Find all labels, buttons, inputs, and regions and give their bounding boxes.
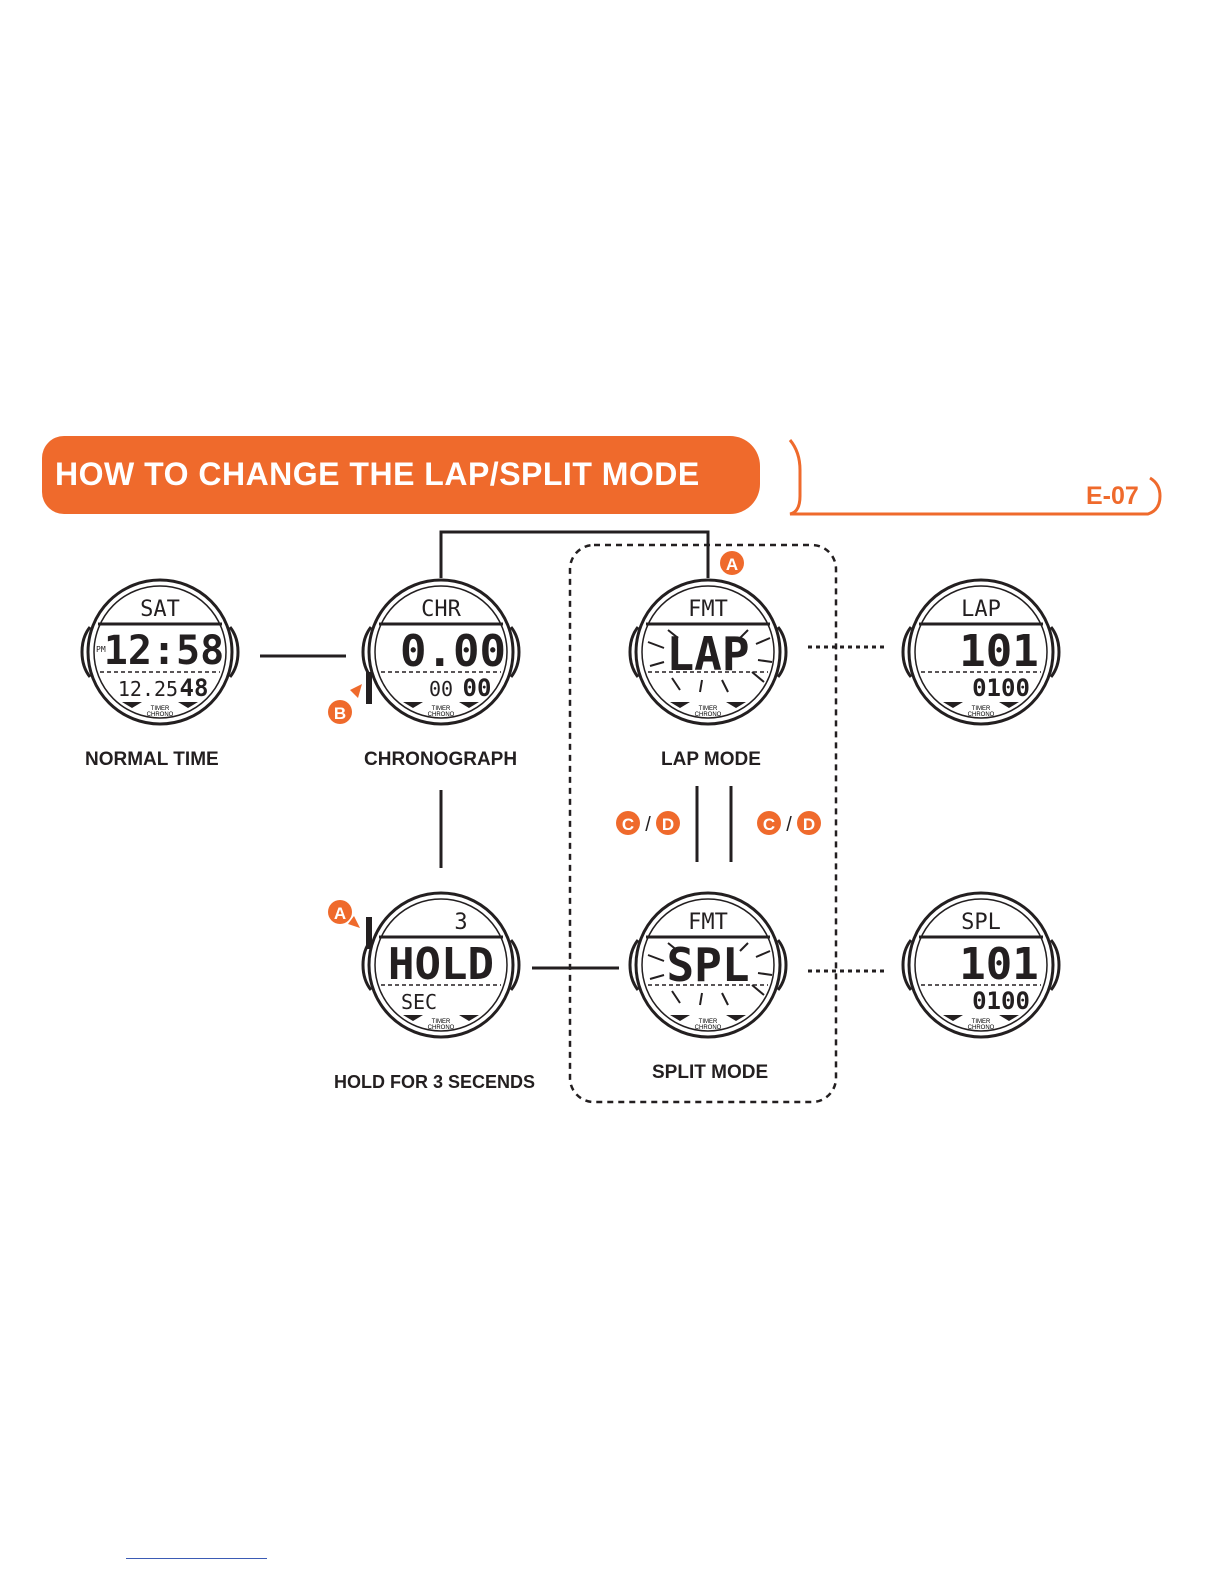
svg-text:C: C [622, 815, 634, 834]
watch-split-result: SPL 101 0100 TIMER CHRONO [903, 893, 1059, 1037]
svg-text:SEC: SEC [401, 990, 437, 1014]
svg-text:12.25: 12.25 [118, 677, 178, 701]
connector-line [441, 532, 708, 578]
button-c-d-marker-right: C / D [757, 811, 821, 836]
svg-text:D: D [803, 815, 815, 834]
svg-text:0.00: 0.00 [400, 626, 506, 677]
caption-chronograph: CHRONOGRAPH [364, 749, 517, 771]
svg-text:/: / [786, 814, 792, 836]
watch-lap-fmt: FMT LAP TIMER CHRONO [630, 580, 786, 724]
svg-text:101: 101 [959, 626, 1038, 677]
svg-text:CHRONO: CHRONO [147, 712, 174, 718]
svg-text:SPL: SPL [666, 938, 749, 992]
svg-text:48: 48 [180, 674, 209, 702]
watch-lap-result: LAP 101 0100 TIMER CHRONO [903, 580, 1059, 724]
svg-text:/: / [645, 814, 651, 836]
svg-text:FMT: FMT [688, 597, 728, 622]
svg-text:HOLD: HOLD [388, 939, 494, 990]
caption-hold: HOLD FOR 3 SECENDS [334, 1072, 535, 1093]
svg-text:3: 3 [454, 910, 467, 935]
svg-text:CHRONO: CHRONO [428, 712, 455, 718]
button-b-marker: B [328, 684, 362, 724]
svg-text:SPL: SPL [961, 910, 1001, 935]
button-c-d-marker-left: C / D [616, 811, 680, 836]
svg-text:B: B [334, 704, 346, 723]
watch-split-fmt: FMT SPL TIMER CHRONO [630, 893, 786, 1037]
button-a-marker-hold: A [328, 900, 360, 928]
svg-text:C: C [763, 815, 775, 834]
svg-text:00: 00 [463, 674, 492, 702]
svg-text:CHRONO: CHRONO [695, 712, 722, 718]
svg-text:00: 00 [429, 677, 453, 701]
svg-text:CHRONO: CHRONO [968, 712, 995, 718]
footer-rule [126, 1558, 267, 1559]
svg-text:0100: 0100 [972, 674, 1030, 702]
svg-text:CHR: CHR [421, 597, 461, 622]
watch-hold: 3 HOLD SEC TIMER CHRONO [363, 893, 519, 1037]
svg-text:SAT: SAT [140, 597, 180, 622]
svg-text:FMT: FMT [688, 910, 728, 935]
svg-text:A: A [726, 555, 738, 574]
svg-text:D: D [662, 815, 674, 834]
svg-text:CHRONO: CHRONO [968, 1025, 995, 1031]
svg-text:0100: 0100 [972, 987, 1030, 1015]
button-a-marker-top: A [720, 551, 744, 575]
svg-text:12:58: 12:58 [104, 628, 224, 674]
watch-normal-time: SAT PM 12:58 12.25 48 TIMER CHRONO [82, 580, 238, 724]
caption-lap-mode: LAP MODE [661, 749, 761, 771]
svg-text:A: A [334, 904, 346, 923]
watch-chronograph: CHR 0.00 00 00 TIMER CHRONO [363, 580, 519, 724]
svg-text:LAP: LAP [666, 627, 749, 681]
caption-normal-time: NORMAL TIME [85, 749, 219, 771]
svg-text:LAP: LAP [961, 597, 1001, 622]
svg-text:CHRONO: CHRONO [428, 1025, 455, 1031]
svg-text:CHRONO: CHRONO [695, 1025, 722, 1031]
svg-text:101: 101 [959, 939, 1038, 990]
caption-split-mode: SPLIT MODE [652, 1062, 768, 1084]
